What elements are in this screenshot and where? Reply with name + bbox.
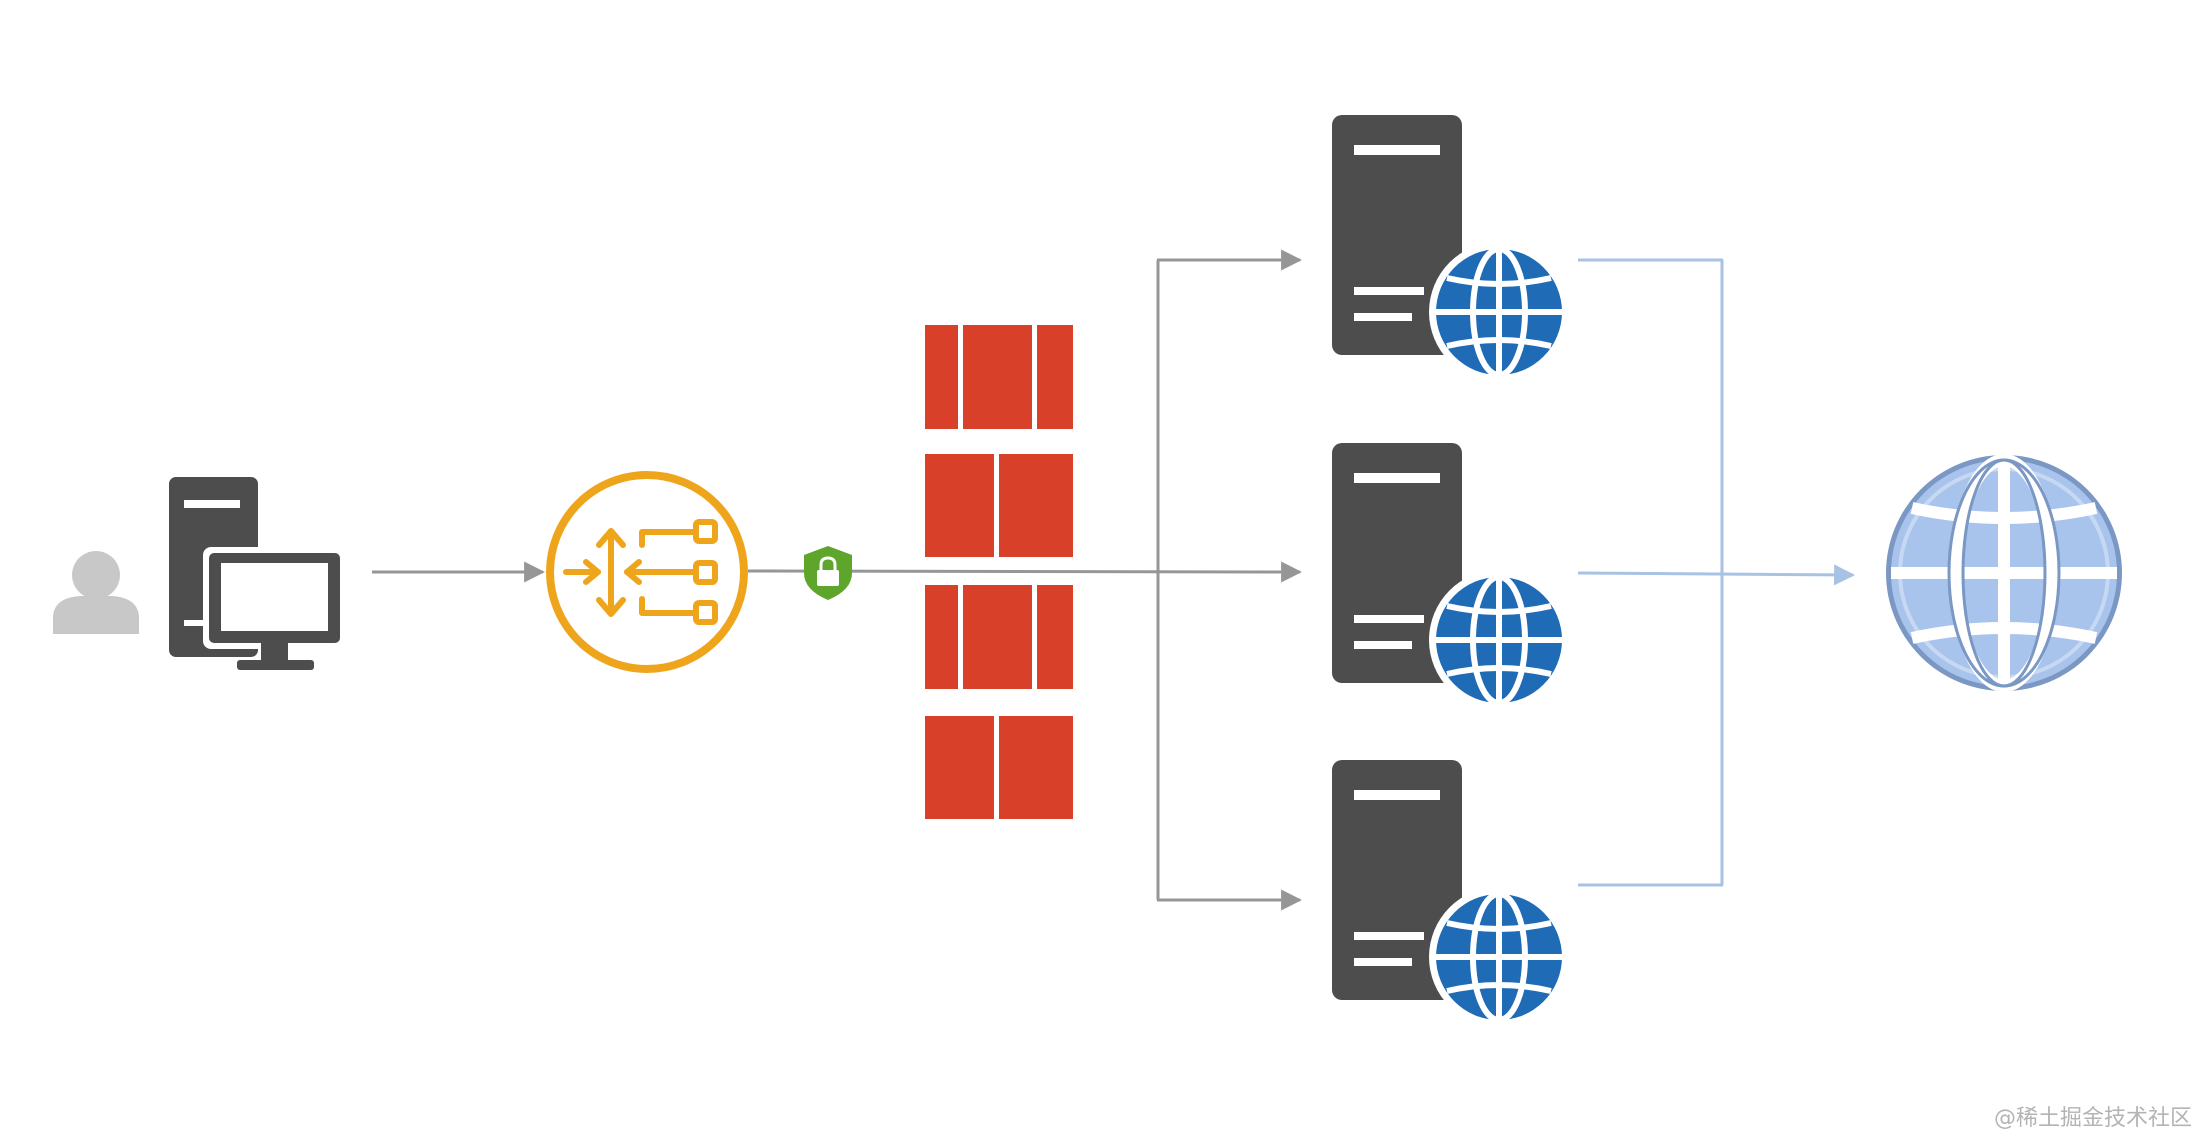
web-globe-icon (1429, 570, 1569, 710)
web-server-1 (1332, 115, 1569, 382)
client-computer-icon (169, 477, 346, 670)
web-globe-icon (1429, 887, 1569, 1027)
web-server-3 (1332, 760, 1569, 1027)
user-icon (53, 551, 139, 634)
internet-globe-icon (1886, 454, 2122, 692)
watermark-text: @稀土掘金技术社区 (1993, 1106, 2192, 1131)
edge-server-2-to-internet (1577, 564, 1856, 586)
web-server-2 (1332, 443, 1569, 710)
web-globe-icon (1429, 242, 1569, 382)
firewall-brick-wall-icon (925, 325, 1073, 819)
ssl-shield-lock-icon (804, 546, 852, 600)
connectors (372, 249, 1856, 911)
load-balancer-icon (546, 471, 748, 673)
